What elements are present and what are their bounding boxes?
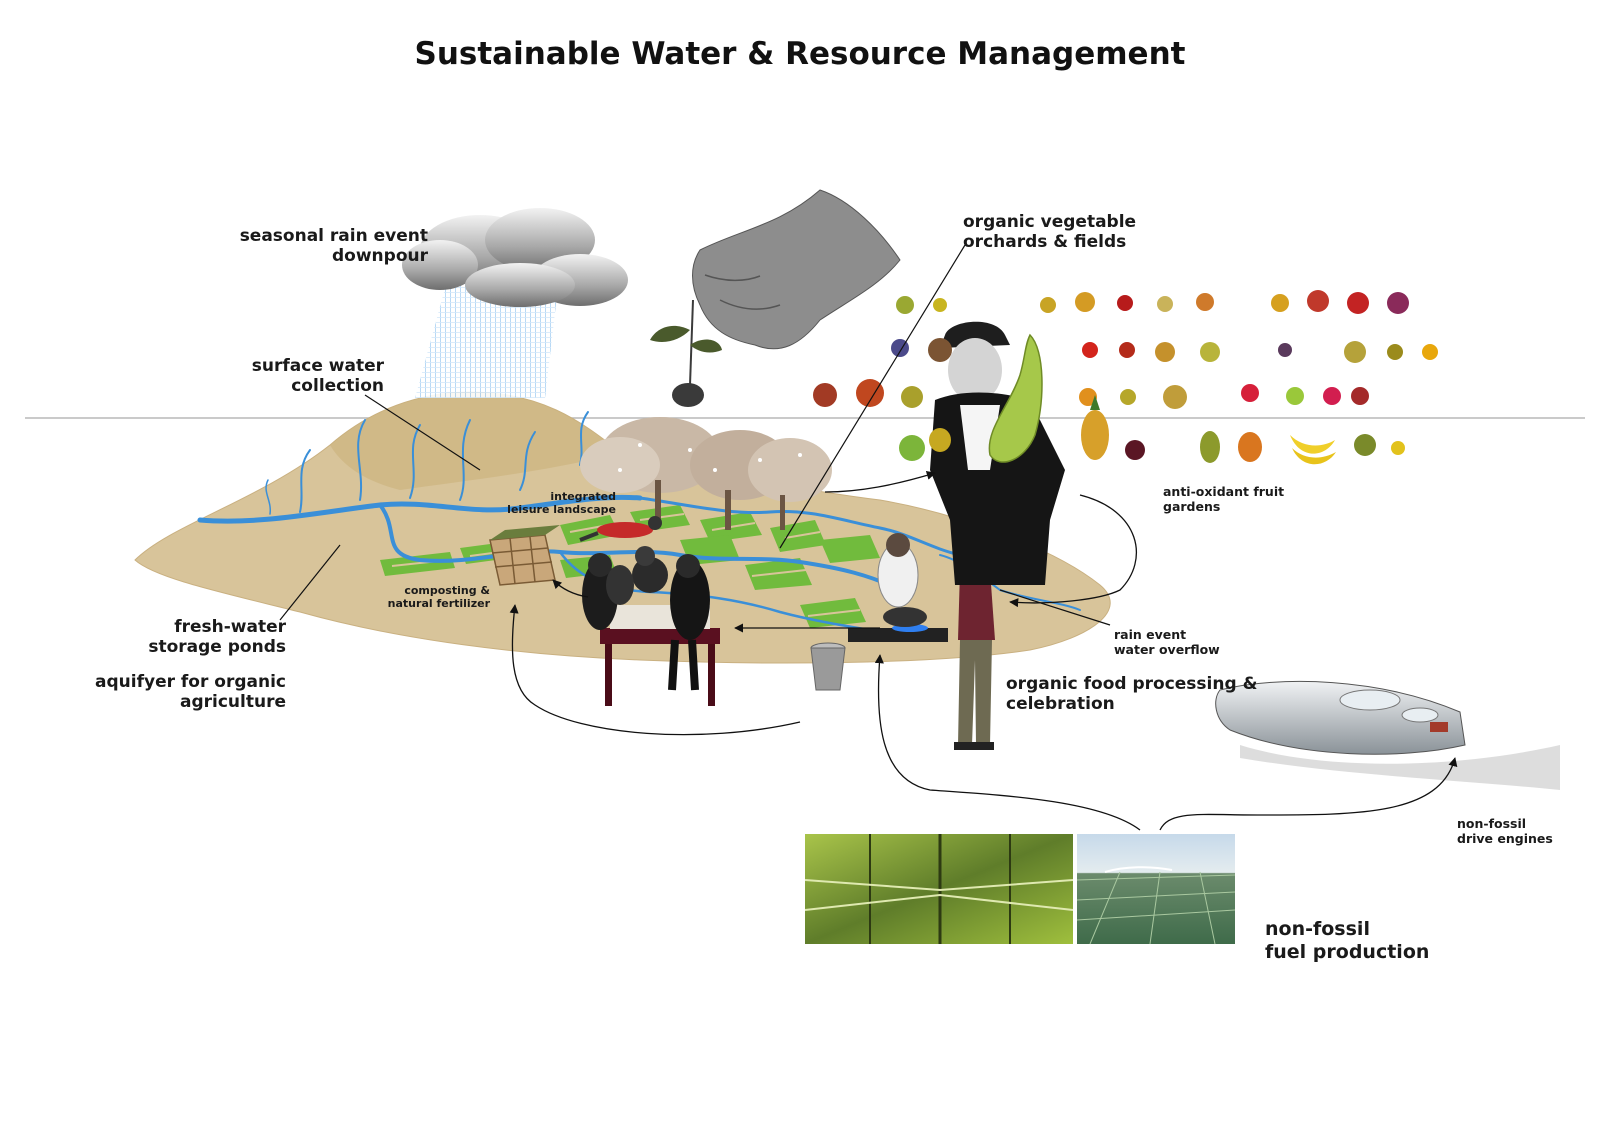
leader-lines xyxy=(279,244,1111,626)
orchard-trees-icon xyxy=(580,417,832,530)
label-composting: composting &natural fertilizer xyxy=(387,584,490,611)
page-title: Sustainable Water & Resource Management xyxy=(414,36,1186,72)
reclining-person-icon xyxy=(579,516,662,542)
label-food-processing: organic food processing &celebration xyxy=(1006,674,1258,715)
trash-bin-icon xyxy=(810,642,846,691)
algae-bioreactor-photo xyxy=(804,834,1074,944)
fruit-gallery-icon xyxy=(813,290,1438,465)
cooking-station-icon xyxy=(848,533,948,642)
compost-crate-icon xyxy=(489,525,560,586)
dining-group-icon xyxy=(582,546,720,706)
rain-cloud-icon xyxy=(402,208,628,307)
hill-shadow xyxy=(330,392,620,490)
hand-seedling-icon xyxy=(650,189,901,407)
flow-arrows xyxy=(509,470,1458,831)
algae-ponds-photo xyxy=(1076,834,1236,945)
farmer-with-squash-icon xyxy=(929,321,1065,585)
non-fossil-boat-icon xyxy=(1215,680,1560,790)
